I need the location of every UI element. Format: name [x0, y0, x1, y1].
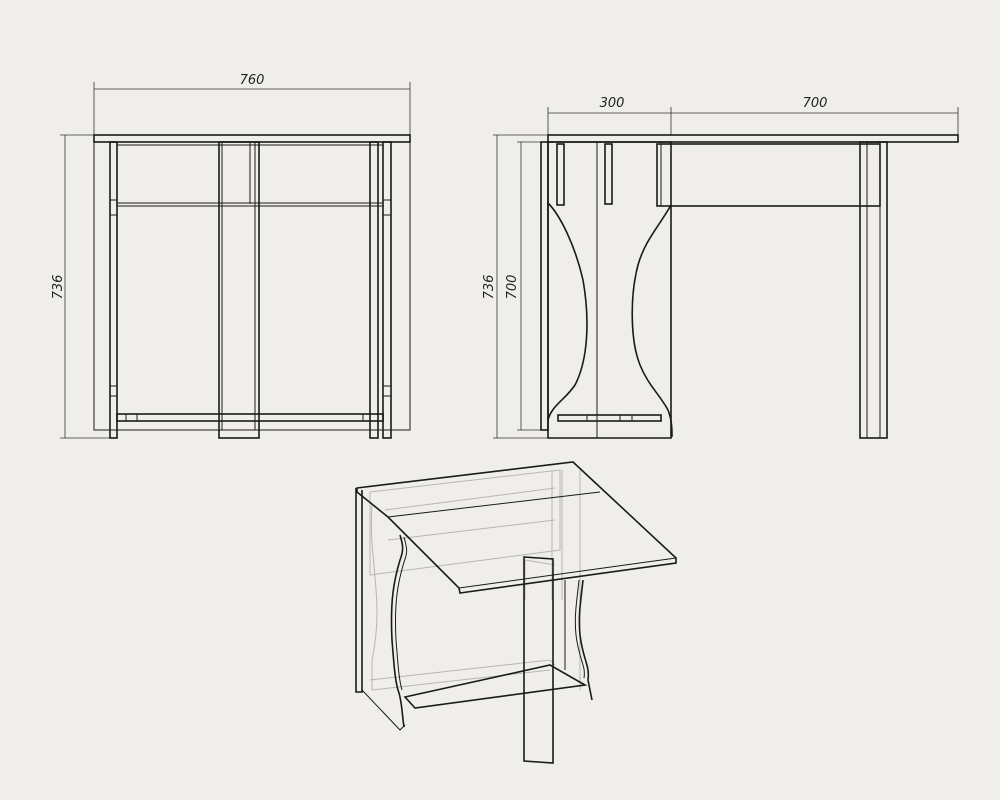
side-panel-left-curve	[547, 202, 588, 421]
leaf-fold-line	[387, 491, 601, 518]
left-leg	[109, 141, 118, 439]
dimension-heights: 736 700	[482, 134, 548, 439]
bottom-shelf	[116, 413, 384, 422]
iso-swing-leg	[523, 556, 554, 764]
back-panel-edge	[355, 488, 363, 693]
front-view: 760 736	[51, 73, 411, 439]
center-leg	[218, 141, 260, 439]
dimension-label-300: 300	[600, 96, 625, 111]
folded-leaf	[540, 141, 549, 431]
isometric-view	[355, 461, 677, 764]
dimension-label-736-side: 736	[482, 275, 497, 300]
slot-2	[604, 143, 613, 205]
iso-tabletop	[356, 461, 677, 594]
dimension-label-760: 760	[240, 73, 265, 88]
tabletop	[93, 134, 411, 143]
frame-outline	[93, 141, 411, 431]
right-leg-inner	[369, 141, 379, 439]
side-shelf	[557, 414, 662, 422]
side-panel-right-curve	[631, 204, 673, 438]
right-side-panel-front	[578, 579, 593, 701]
dimension-label-700-top: 700	[803, 96, 828, 111]
dimension-leaves: 300 700	[547, 96, 959, 135]
dimension-height: 736	[51, 134, 110, 439]
left-side-panel-front	[390, 534, 405, 728]
tabletop-open	[547, 134, 959, 143]
side-view: 300 700 736 700	[482, 96, 959, 439]
apron	[656, 143, 881, 207]
dimension-width: 760	[93, 73, 411, 135]
side-panel	[547, 141, 672, 439]
dimension-label-736: 736	[51, 275, 66, 300]
slot-1	[556, 143, 565, 206]
dimension-label-700-side: 700	[505, 275, 520, 300]
right-leg-outer	[382, 141, 392, 439]
iso-bottom-shelf	[403, 664, 588, 709]
swing-leg	[859, 141, 888, 439]
